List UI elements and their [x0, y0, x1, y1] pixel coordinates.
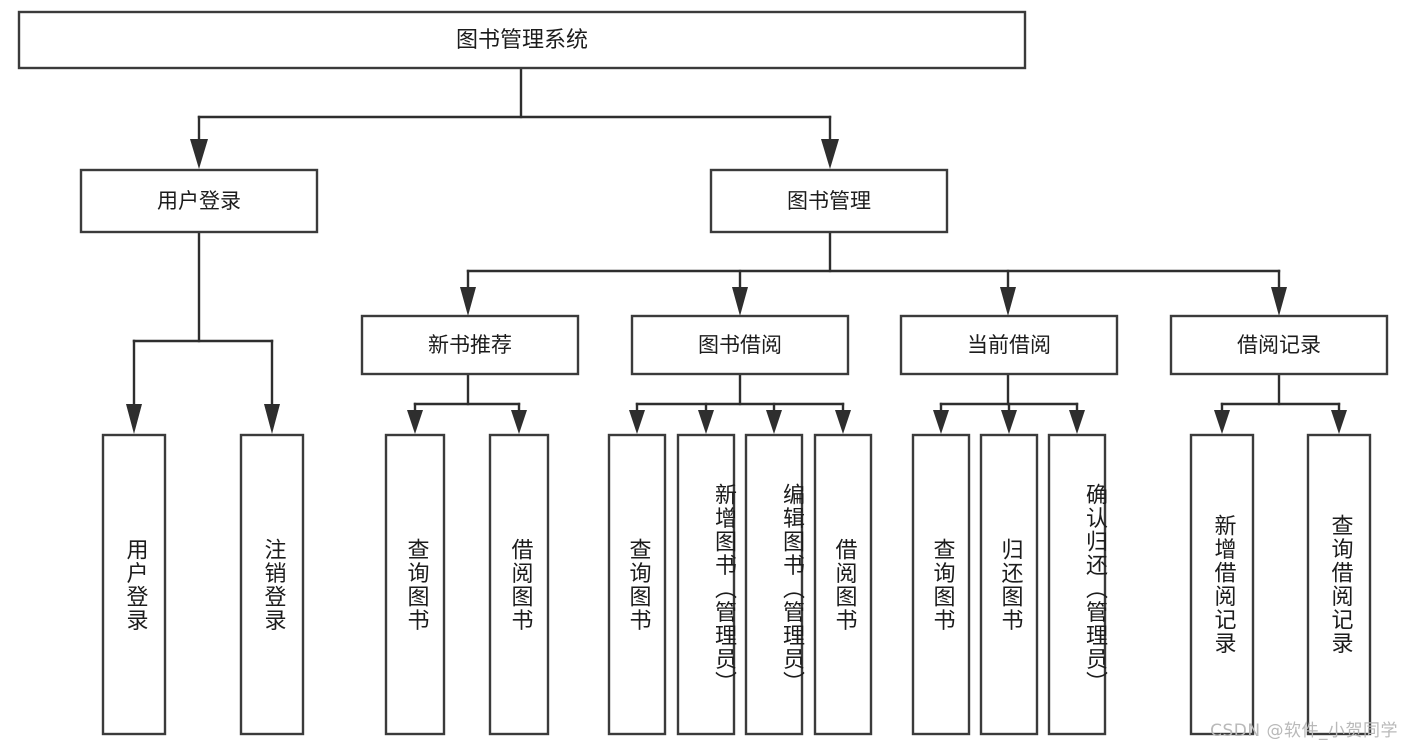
arrow-borrow-leaf-1 [629, 410, 645, 434]
leaf-box-query-book-1[interactable] [384, 433, 446, 736]
arrow-borrow-leaf-3 [766, 410, 782, 434]
node-book-management-box[interactable] [709, 168, 949, 234]
node-book-borrow-label: 图书借阅 [698, 333, 782, 357]
node-new-book-recommend-label: 新书推荐 [428, 333, 512, 357]
watermark-label: CSDN @软件_小贺同学 [1210, 721, 1398, 741]
leaf-box-add-borrow-record[interactable] [1189, 433, 1255, 736]
leaf-box-add-book-admin[interactable] [676, 433, 736, 736]
connector-layer [126, 66, 1347, 434]
node-user-login-box[interactable] [79, 168, 319, 234]
arrow-bookmgmt-to-record [1271, 287, 1287, 316]
arrow-current-leaf-1 [933, 410, 949, 434]
node-new-book-recommend-box[interactable] [360, 314, 580, 376]
arrow-newbook-leaf-1 [407, 410, 423, 434]
arrow-root-to-user-login [190, 139, 208, 169]
arrow-bookmgmt-to-borrow [732, 287, 748, 316]
leaf-box-query-borrow-record[interactable] [1306, 433, 1372, 736]
node-book-borrow-box[interactable] [630, 314, 850, 376]
node-borrow-record-box[interactable] [1169, 314, 1389, 376]
node-root-box[interactable] [17, 10, 1027, 70]
node-root-label: 图书管理系统 [456, 28, 588, 53]
leaf-box-edit-book-admin[interactable] [744, 433, 804, 736]
leaf-box-borrow-book-2[interactable] [813, 433, 873, 736]
node-user-login-label: 用户登录 [157, 189, 241, 213]
arrow-root-to-book-mgmt [821, 139, 839, 169]
leaf-box-logout[interactable] [239, 433, 305, 736]
node-layer: 图书管理系统 用户登录 图书管理 新书推荐 图书借阅 当前借阅 借阅记录 [17, 10, 1389, 736]
leaf-box-confirm-return-admin[interactable] [1047, 433, 1107, 736]
arrow-userlogin-leaf-2 [264, 404, 280, 434]
arrow-record-leaf-2 [1331, 410, 1347, 434]
leaf-box-user-login[interactable] [101, 433, 167, 736]
node-borrow-record-label: 借阅记录 [1237, 333, 1321, 357]
arrow-bookmgmt-to-new-book [460, 287, 476, 316]
arrow-newbook-leaf-2 [511, 410, 527, 434]
node-book-management-label: 图书管理 [787, 189, 871, 213]
arrow-borrow-leaf-2 [698, 410, 714, 434]
node-current-borrow-label: 当前借阅 [967, 333, 1051, 357]
leaf-box-borrow-book-1[interactable] [488, 433, 550, 736]
arrow-bookmgmt-to-current [1000, 287, 1016, 316]
leaf-box-return-book[interactable] [979, 433, 1039, 736]
leaf-box-query-book-3[interactable] [911, 433, 971, 736]
arrow-current-leaf-2 [1001, 410, 1017, 434]
arrow-record-leaf-1 [1214, 410, 1230, 434]
arrow-borrow-leaf-4 [835, 410, 851, 434]
leaf-box-query-book-2[interactable] [607, 433, 667, 736]
arrow-current-leaf-3 [1069, 410, 1085, 434]
node-current-borrow-box[interactable] [899, 314, 1119, 376]
arrow-userlogin-leaf-1 [126, 404, 142, 434]
